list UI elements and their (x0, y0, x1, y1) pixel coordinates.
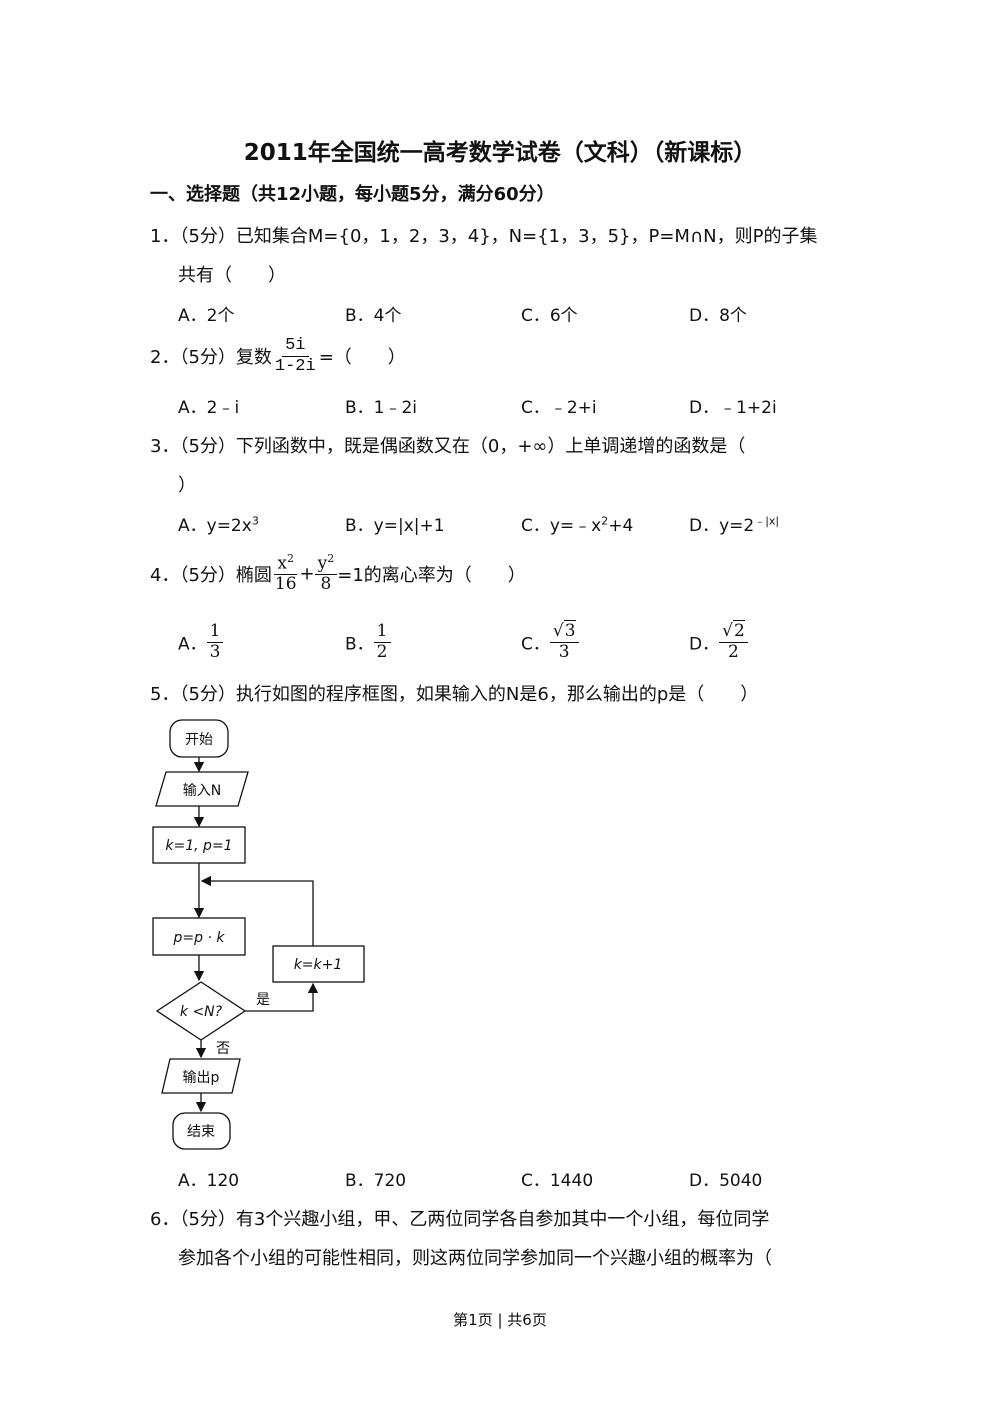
question-4-prefix: 4．（5分）椭圆 (150, 564, 272, 586)
question-4-frac2-num: y (317, 553, 328, 574)
question-5-option-a: A．120 (178, 1171, 240, 1191)
question-4-fraction-x: x2 16 (272, 552, 300, 595)
flow-no-label: 否 (216, 1041, 230, 1057)
sqrt-icon: √ (552, 621, 564, 641)
question-4-option-a-label: A． (178, 634, 207, 655)
question-3-option-a-text: A．y=2x (178, 516, 252, 536)
question-3-option-b: B．y=|x|+1 (345, 516, 445, 536)
question-1-line1: 1．（5分）已知集合M={0，1，2，3，4}，N={1，3，5}，P=M∩N，… (150, 226, 818, 247)
flow-increment-box (272, 945, 365, 983)
question-2-option-d: D．﹣1+2i (689, 398, 777, 418)
question-4-frac2-exponent: 2 (327, 552, 335, 565)
question-3-option-d: D．y=2﹣|x| (689, 511, 779, 536)
question-4-suffix: =1的离心率为（ ） (337, 564, 526, 586)
flow-increment-label: k=k+1 (294, 957, 343, 973)
question-3-option-a-exponent: 3 (251, 514, 259, 528)
flow-input-box (155, 771, 249, 807)
question-4-option-d-label: D． (689, 634, 720, 655)
page-footer: 第1页 | 共6页 (453, 1311, 547, 1329)
question-4-option-d-den: 2 (728, 641, 739, 662)
question-1-option-a: A．2个 (178, 306, 235, 326)
question-4-option-c-label: C． (521, 634, 550, 655)
question-2-prefix: 2．（5分）复数 (150, 347, 272, 369)
question-3-option-c-text: C．y=﹣x (521, 516, 602, 536)
flow-output-box (161, 1058, 241, 1094)
question-6-line1: 6．（5分）有3个兴趣小组，甲、乙两位同学各自参加其中一个小组，每位同学 (150, 1209, 770, 1230)
question-1-option-c: C．6个 (521, 306, 578, 326)
question-1-option-d: D．8个 (689, 306, 747, 326)
question-2-suffix: =（ ） (318, 347, 406, 369)
question-2-numerator: 5i (282, 336, 309, 357)
flow-assign-label: p=p · k (173, 930, 226, 946)
question-5-option-c: C．1440 (521, 1171, 594, 1191)
question-3-option-d-exponent: ﹣|x| (754, 514, 780, 528)
question-4-option-b-num: 1 (373, 621, 391, 643)
question-2-denominator: 1-2i (274, 356, 316, 376)
flow-start-label: 开始 (185, 732, 213, 748)
question-3-option-d-text: D．y=2 (689, 516, 755, 536)
question-1-line2: 共有（ ） (178, 265, 286, 286)
question-4-frac1-exponent: 2 (287, 552, 295, 565)
question-1-option-b: B．4个 (345, 306, 402, 326)
flow-condition-label: k <N? (180, 1004, 223, 1020)
flow-yes-label: 是 (256, 992, 270, 1008)
question-3-option-c-tail: +4 (608, 516, 634, 536)
flow-init-label: k=1, p=1 (165, 838, 232, 854)
question-5-stem: 5．（5分）执行如图的程序框图，如果输入的N是6，那么输出的p是（ ） (150, 684, 759, 705)
question-5-option-b: B．720 (345, 1171, 407, 1191)
flow-output-label: 输出p (183, 1070, 220, 1086)
flow-end-box (172, 1112, 231, 1150)
question-3-option-a: A．y=2x3 (178, 511, 259, 536)
question-5-option-d: D．5040 (689, 1171, 763, 1191)
question-6-line2: 参加各个小组的可能性相同，则这两位同学参加同一个兴趣小组的概率为（ (178, 1248, 772, 1269)
question-4-fraction-y: y2 8 (314, 552, 338, 595)
question-4-option-a-num: 1 (206, 621, 224, 643)
question-3-option-c-exponent: 2 (601, 514, 609, 528)
question-4-frac2-den: 8 (320, 574, 332, 595)
question-4-frac1-den: 16 (274, 574, 297, 595)
question-3-line2: ） (178, 475, 196, 496)
question-2-option-a: A．2﹣i (178, 398, 240, 418)
flow-input-label: 输入N (183, 783, 221, 799)
question-4-option-c-den: 3 (558, 641, 570, 662)
flow-end-label: 结束 (187, 1124, 215, 1140)
section-heading: 一、选择题（共12小题，每小题5分，满分60分） (150, 184, 555, 205)
question-4-option-c-radicand: 3 (563, 620, 576, 641)
question-4-option-b-den: 2 (376, 641, 388, 662)
question-4-frac1-num: x (277, 553, 288, 574)
question-2-option-b: B．1﹣2i (345, 398, 418, 418)
question-4-plus: + (299, 563, 315, 585)
question-4-option-d-radicand: 2 (732, 620, 745, 641)
question-3-option-c: C．y=﹣x2+4 (521, 511, 633, 536)
question-2-option-c: C．﹣2+i (521, 398, 597, 418)
question-4-option-a-den: 3 (209, 641, 221, 662)
sqrt-icon: √ (722, 621, 733, 641)
question-4-option-b-label: B． (345, 634, 374, 655)
exam-title: 2011年全国统一高考数学试卷（文科）（新课标） (243, 140, 757, 166)
question-3-line1: 3．（5分）下列函数中，既是偶函数又在（0，+∞）上单调递增的函数是（ (150, 436, 746, 457)
